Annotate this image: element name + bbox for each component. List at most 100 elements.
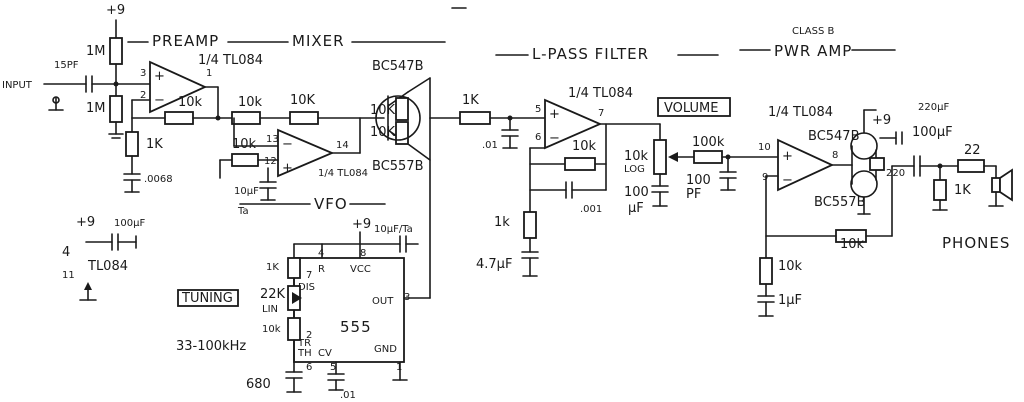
tuning-box — [177, 289, 239, 307]
c-100pf-label: 100 — [686, 173, 711, 188]
c-100uf-label: 100 — [624, 185, 649, 200]
r-1k-lp — [459, 111, 491, 125]
volume-stage: VOLUME 10k LOG 100 μF 100k 100 PF — [624, 97, 779, 216]
volume-box — [657, 97, 731, 117]
volume-pot[interactable] — [653, 139, 667, 175]
opamp1-plus: + — [154, 69, 165, 84]
c-01-label: .01 — [482, 140, 498, 151]
opamp-preamp — [149, 60, 208, 114]
c-220uf-label: 220μF — [918, 102, 949, 113]
t-tr: TR — [297, 338, 311, 349]
q3-body — [850, 132, 878, 160]
r-22k-lin: LIN — [262, 304, 278, 315]
r-1k-lp2-label: 1k — [494, 215, 510, 230]
t-pin-2: 2 — [306, 330, 312, 341]
c-0068-label: .0068 — [144, 174, 173, 185]
c-100mf-label: 100μF — [912, 125, 953, 140]
r-220-label: 220 — [886, 168, 905, 179]
t-pin-4: 4 — [318, 248, 324, 259]
vplus-pre-label: +9 — [106, 3, 125, 18]
volume-label: VOLUME — [664, 101, 718, 116]
r-100k-label: 100k — [692, 135, 725, 150]
c-15pf-label: 15PF — [54, 60, 79, 71]
r-1k-out — [933, 179, 947, 201]
r-1m-bot-label: 1M — [86, 101, 106, 116]
pin-9: 9 — [762, 172, 768, 183]
q3-label: BC547B — [808, 129, 860, 144]
phones-jack — [991, 177, 1001, 193]
input-jack — [52, 96, 60, 104]
c-1uf-label: 1μF — [778, 293, 802, 308]
r-220 — [869, 157, 885, 171]
pin11-label: 11 — [62, 270, 75, 281]
q-bot-wire — [407, 143, 431, 161]
lpass-label: L-PASS FILTER — [532, 45, 649, 63]
u-power-label: TL084 — [87, 259, 128, 274]
phones-label: PHONES — [942, 234, 1010, 252]
r-100k — [693, 150, 723, 164]
c-100uf-pwr-label: 100μF — [114, 218, 145, 229]
r-10k-555-label: 10k — [262, 324, 281, 335]
vfo-stage: 555 4 8 R VCC DIS 7 2 TR TH CV GND OUT 3… — [176, 217, 431, 401]
c-001-label: .001 — [580, 204, 602, 215]
pin-12: 12 — [264, 156, 277, 167]
pin-10: 10 — [758, 142, 771, 153]
freq-label: 33-100kHz — [176, 339, 246, 354]
c-10uf-label: 10μF — [234, 186, 259, 197]
input-label: INPUT — [2, 80, 33, 91]
tuning-label: TUNING — [181, 291, 233, 306]
t-th: TH — [297, 348, 312, 359]
c-100uf-unit: μF — [628, 201, 644, 216]
vol-val-label: 10k — [624, 149, 649, 164]
r-1k-out-label: 1K — [954, 183, 971, 198]
t-pin-8: 8 — [360, 248, 366, 259]
r-10k-amp-label: 10k — [840, 237, 865, 252]
opamp4-plus: + — [782, 149, 793, 164]
r-10k-mix-c — [231, 153, 259, 167]
section-labels: PREAMP MIXER L-PASS FILTER CLASS B PWR A… — [127, 7, 896, 213]
t-pin-7: 7 — [306, 270, 312, 281]
mixer-label: MIXER — [292, 32, 345, 50]
pin-7: 7 — [598, 108, 604, 119]
t-pin-6: 6 — [306, 362, 312, 373]
r-22-label: 22 — [964, 143, 981, 158]
t-out: OUT — [372, 296, 394, 307]
tuning-wiper — [292, 292, 302, 304]
r-1k-pre-label: 1K — [146, 137, 163, 152]
timer-555 — [293, 257, 405, 363]
r-10k-a-label: 10k — [238, 95, 263, 110]
vol-log-label: LOG — [624, 164, 645, 175]
mixer-stage: 10k 10K − + 13 12 14 1/4 TL084 10k 10μF … — [217, 59, 461, 299]
r-10k-q1 — [395, 97, 409, 121]
power-amp-stage: + − 10 9 8 1/4 TL084 10k 10k 1μF BC547B … — [757, 102, 1013, 317]
r-10k-gnd-label: 10k — [778, 259, 803, 274]
r-10k-c-label: 10k — [232, 137, 257, 152]
r-22k-label: 22K — [260, 287, 286, 302]
c-680-label: 680 — [246, 377, 271, 392]
r-1m-bot — [109, 95, 123, 123]
u1-label: 1/4 TL084 — [198, 53, 263, 68]
pin-6: 6 — [535, 132, 541, 143]
r-1k-555-label: 1K — [266, 262, 279, 273]
volume-wiper — [668, 152, 678, 162]
t-pin-5: 5 — [330, 362, 336, 373]
pin-5: 5 — [535, 104, 541, 115]
pin-2: 2 — [140, 90, 146, 101]
vplus-pwr-label: +9 — [76, 215, 95, 230]
c-10uf-ta: Ta — [237, 206, 249, 217]
t-r: R — [318, 264, 325, 275]
opamp2-plus: + — [282, 161, 293, 176]
r-10k-fb — [164, 111, 194, 125]
r-1m-top-label: 1M — [86, 44, 106, 59]
u3-label: 1/4 TL084 — [568, 86, 633, 101]
r-22 — [957, 159, 985, 173]
power-supply: +9 100μF 4 TL084 11 — [62, 215, 145, 301]
r-10k-lp — [564, 157, 596, 171]
u4-label: 1/4 TL084 — [768, 105, 833, 120]
r-1m-top — [109, 37, 123, 65]
r-10k-d-label: 10K — [370, 103, 396, 118]
q-envelope — [375, 95, 421, 141]
pin-1: 1 — [206, 68, 212, 79]
preamp-label: PREAMP — [152, 32, 219, 50]
